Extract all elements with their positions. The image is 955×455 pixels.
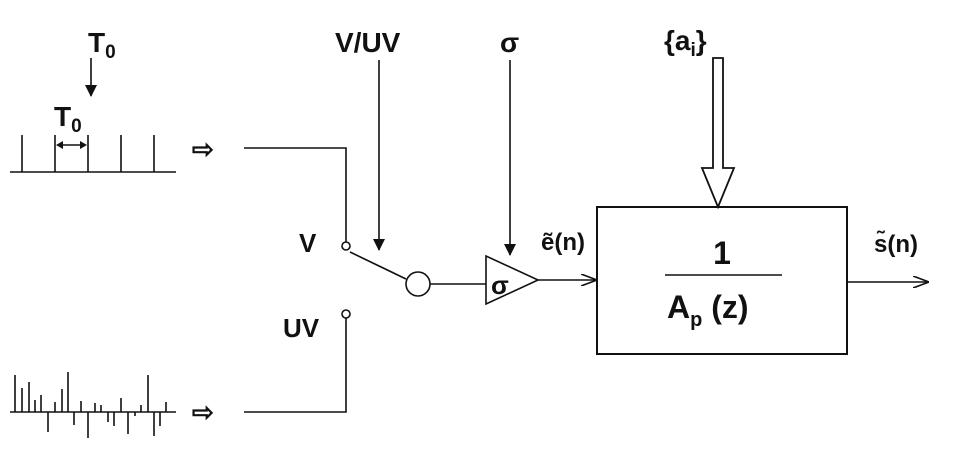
period-top-label: T0 [88,27,116,63]
output-label: s̃(n) [874,230,918,258]
source-arrow-bottom-icon: ⇨ [192,397,214,427]
source-arrow-top-icon: ⇨ [192,134,214,164]
switch-voiced-terminal [341,241,351,251]
gain-control-label: σ [500,27,519,58]
filter-numerator: 1 [713,235,731,271]
filter-denominator: Ap (z) [667,289,749,331]
switch-voiced-label: V [299,228,317,258]
coefficients-hollow-arrow [700,57,736,210]
excitation-label: ẽ(n) [541,229,585,256]
unvoiced-source-wire [244,318,347,413]
switch-unvoiced-terminal [341,309,351,319]
switch-pivot [405,271,431,297]
voicing-control-label: V/UV [335,27,401,58]
gain-amplifier [485,254,540,306]
impulse-train-generator: T0 [10,101,176,173]
noise-generator [10,372,176,438]
voiced-source-wire [244,147,347,242]
switch-unvoiced-label: UV [283,313,320,343]
gain-block-symbol: σ [491,270,509,300]
period-inner-label: T0 [54,101,82,137]
switch-blade [349,251,407,280]
synthesis-filter-block [596,206,848,355]
coefficients-label: {ai} [664,25,707,61]
